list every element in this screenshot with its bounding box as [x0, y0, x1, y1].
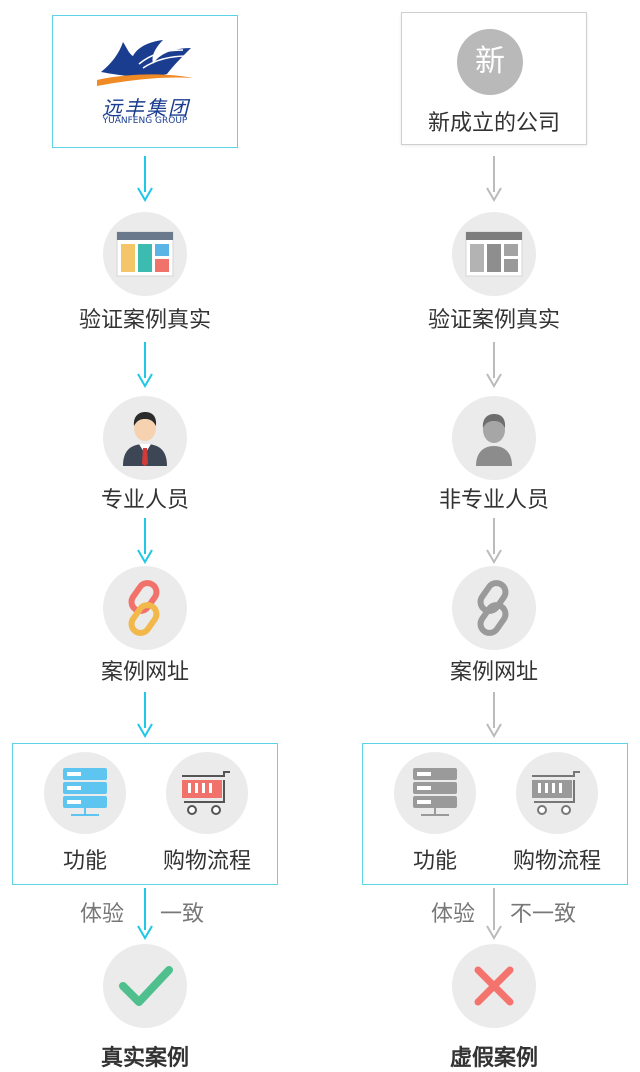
- step-label: 非专业人员: [438, 488, 549, 513]
- person-icon: [476, 414, 512, 466]
- feature-label: 购物流程: [512, 849, 601, 874]
- new-badge-char: 新: [475, 44, 505, 79]
- arrow-down: [137, 518, 153, 564]
- link-chain-icon: [477, 580, 509, 636]
- result-label: 虚假案例: [449, 1046, 538, 1071]
- checkmark-icon-circle: [103, 944, 187, 1028]
- arrow-down: [137, 342, 153, 388]
- person-icon-circle: [452, 396, 536, 480]
- server-icon-circle: [44, 752, 126, 834]
- step-label: 验证案例真实: [78, 308, 211, 333]
- cross-icon-circle: [452, 944, 536, 1028]
- link-chain-icon-circle: [452, 566, 536, 650]
- new-company-card: 新 新成立的公司: [401, 12, 587, 145]
- server-icon: [63, 768, 107, 816]
- server-icon: [413, 768, 457, 816]
- compare-result-label: 一致: [160, 902, 205, 927]
- arrow-down: [137, 888, 153, 940]
- checkmark-icon: [119, 966, 173, 1006]
- link-chain-icon-circle: [103, 566, 187, 650]
- company-label: 新成立的公司: [427, 111, 560, 136]
- feature-label: 功能: [412, 849, 457, 874]
- businessman-icon-circle: [103, 396, 187, 480]
- compare-label: 体验: [80, 902, 125, 927]
- shopping-cart-icon: [532, 771, 580, 815]
- server-icon-circle: [394, 752, 476, 834]
- step-label: 验证案例真实: [427, 308, 560, 333]
- compare-label: 体验: [431, 902, 476, 927]
- step-label: 专业人员: [100, 488, 189, 513]
- arrow-down: [486, 518, 502, 564]
- logo-text-en: YUANFENG GROUP: [102, 116, 188, 126]
- browser-window-icon: [116, 231, 174, 277]
- result-label: 真实案例: [100, 1046, 189, 1071]
- new-badge: 新: [457, 29, 523, 95]
- browser-window-icon: [465, 231, 523, 277]
- cross-icon: [474, 966, 514, 1006]
- browser-window-icon-circle: [452, 212, 536, 296]
- arrow-down: [486, 342, 502, 388]
- logo-text-cn: 远丰集团: [102, 96, 190, 120]
- browser-window-icon-circle: [103, 212, 187, 296]
- step-label: 案例网址: [100, 660, 189, 685]
- compare-result-label: 不一致: [510, 902, 577, 927]
- shopping-cart-icon-circle: [516, 752, 598, 834]
- feature-label: 购物流程: [162, 849, 251, 874]
- yuanfeng-logo-card: 远丰集团 YUANFENG GROUP: [52, 15, 238, 148]
- logo-icon: [97, 40, 193, 86]
- businessman-icon: [123, 412, 167, 466]
- arrow-down: [486, 692, 502, 738]
- arrow-down: [486, 888, 502, 940]
- link-chain-icon: [128, 580, 160, 636]
- arrow-down: [137, 692, 153, 738]
- shopping-cart-icon: [182, 771, 230, 815]
- feature-label: 功能: [62, 849, 107, 874]
- step-label: 案例网址: [449, 660, 538, 685]
- arrow-down: [486, 156, 502, 202]
- arrow-down: [137, 156, 153, 202]
- shopping-cart-icon-circle: [166, 752, 248, 834]
